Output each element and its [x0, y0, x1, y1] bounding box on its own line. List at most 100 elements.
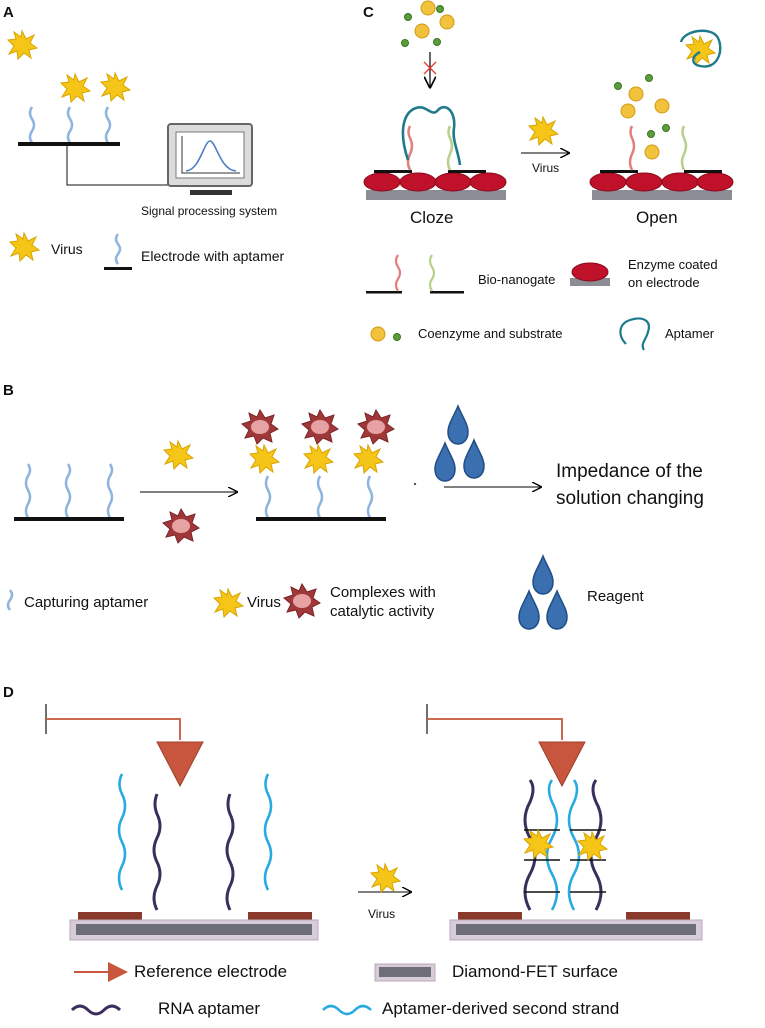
panel-letter-b: B — [3, 382, 14, 399]
legend-nanogate-icon — [366, 254, 464, 294]
legend-coenzyme-label: Coenzyme and substrate — [418, 326, 563, 341]
panel-b — [6, 405, 568, 630]
virus-icon — [528, 116, 559, 146]
coenzyme-icon — [620, 103, 636, 119]
reference-electrode-triangle — [538, 741, 586, 788]
bound-aptamers — [264, 475, 374, 519]
nanogate-strand-red — [628, 125, 636, 171]
aptamer-closed — [401, 105, 462, 166]
legend-capturing-icon — [6, 589, 14, 611]
gate-bar-left — [374, 170, 412, 173]
legend-enzyme-label-1: Enzyme coated — [628, 257, 718, 272]
panel-letter-a: A — [3, 4, 14, 21]
virus-icon — [685, 35, 716, 65]
complex-icon — [241, 409, 279, 445]
enzyme-icon — [363, 172, 401, 192]
coenzyme-icon — [644, 144, 660, 160]
nanogate-strand-green — [446, 125, 454, 171]
panel-letter-c: C — [363, 4, 374, 21]
panel-c — [363, 0, 734, 351]
substrate-icon — [433, 38, 441, 46]
substrate-icon — [645, 74, 653, 82]
coenzyme-icon — [654, 98, 670, 114]
enzyme-icon — [625, 172, 663, 192]
substrate-icon — [404, 13, 412, 21]
virus-icon — [7, 30, 38, 60]
legend-reagent-icon — [532, 555, 554, 595]
electrode-surface — [592, 190, 732, 200]
legend-diamond-label: Diamond-FET surface — [452, 962, 618, 981]
reference-electrode-triangle — [156, 741, 204, 788]
enzyme-icon — [661, 172, 699, 192]
diamond-fet-core — [76, 924, 312, 935]
complex-icon — [162, 508, 200, 544]
monitor — [167, 123, 253, 195]
legend-reference-label: Reference electrode — [134, 962, 288, 981]
coenzyme-icon — [414, 23, 430, 39]
virus-icon — [100, 72, 131, 102]
duplex-right — [567, 779, 608, 911]
virus-icon — [163, 440, 194, 470]
stray-dot — [413, 482, 417, 486]
electrode-pad — [626, 912, 690, 920]
enzyme-icon — [469, 172, 507, 192]
virus-icon — [303, 444, 334, 474]
electrode-pad — [78, 912, 142, 920]
panel-letter-d: D — [3, 684, 14, 701]
legend-reagent-icon — [518, 590, 540, 630]
reagent-drop-icon — [434, 442, 456, 482]
duplex-left — [523, 779, 560, 911]
virus-arrow-label-d: Virus — [368, 907, 396, 921]
legend-enzyme-label-2: on electrode — [628, 275, 700, 290]
block-cross — [423, 61, 437, 75]
legend-electrode-icon — [104, 267, 132, 270]
panel-a — [7, 30, 253, 270]
second-strands — [117, 773, 273, 891]
aptamer-bound — [679, 29, 722, 68]
diamond-fet-core — [456, 924, 696, 935]
reagent-drop-icon — [447, 405, 469, 445]
substrate-icon — [662, 124, 670, 132]
substrate-icon — [647, 130, 655, 138]
legend-complex-label-2: catalytic activity — [330, 603, 435, 620]
gate-bar-right — [684, 170, 722, 173]
coenzyme-icon — [628, 86, 644, 102]
legend-rna-label: RNA aptamer — [158, 999, 261, 1018]
electrode-bar — [14, 517, 124, 521]
virus-icon — [60, 73, 91, 103]
panel-d — [45, 704, 703, 1016]
legend-complex-icon — [283, 583, 321, 619]
substrate-icon — [401, 39, 409, 47]
state-closed-label: Cloze — [410, 208, 454, 227]
aptamer-strands — [28, 106, 112, 144]
legend-coenzyme-icon — [370, 326, 401, 342]
electrode-pad — [248, 912, 312, 920]
virus-icon — [353, 444, 384, 474]
legend-reference-icon — [108, 962, 128, 982]
nanogate-strand-green — [680, 125, 688, 171]
complex-icon — [301, 409, 339, 445]
legend-second-strand-icon — [322, 1004, 372, 1016]
legend-capturing-label: Capturing aptamer — [24, 594, 149, 611]
electrode-pad — [458, 912, 522, 920]
complex-icon — [357, 409, 395, 445]
legend-complex-label-1: Complexes with — [330, 584, 436, 601]
state-open-label: Open — [636, 208, 678, 227]
gate-bar-right — [448, 170, 486, 173]
enzyme-icon — [589, 172, 627, 192]
electrode-bar — [256, 517, 386, 521]
impedance-label-2: solution changing — [556, 488, 704, 509]
legend-aptamer-icon — [114, 233, 122, 265]
enzyme-icon — [696, 172, 734, 192]
signal-processing-label: Signal processing system — [141, 204, 278, 218]
reference-wire — [46, 718, 181, 740]
coenzyme-icon — [439, 14, 455, 30]
legend-rna-icon — [70, 1004, 122, 1016]
legend-virus-label-b: Virus — [247, 594, 281, 611]
legend-virus-icon — [213, 588, 244, 618]
gate-bar-left — [600, 170, 638, 173]
coenzyme-icon — [420, 0, 436, 16]
electrode-bar — [18, 142, 120, 146]
legend-nanogate-label: Bio-nanogate — [478, 272, 556, 287]
